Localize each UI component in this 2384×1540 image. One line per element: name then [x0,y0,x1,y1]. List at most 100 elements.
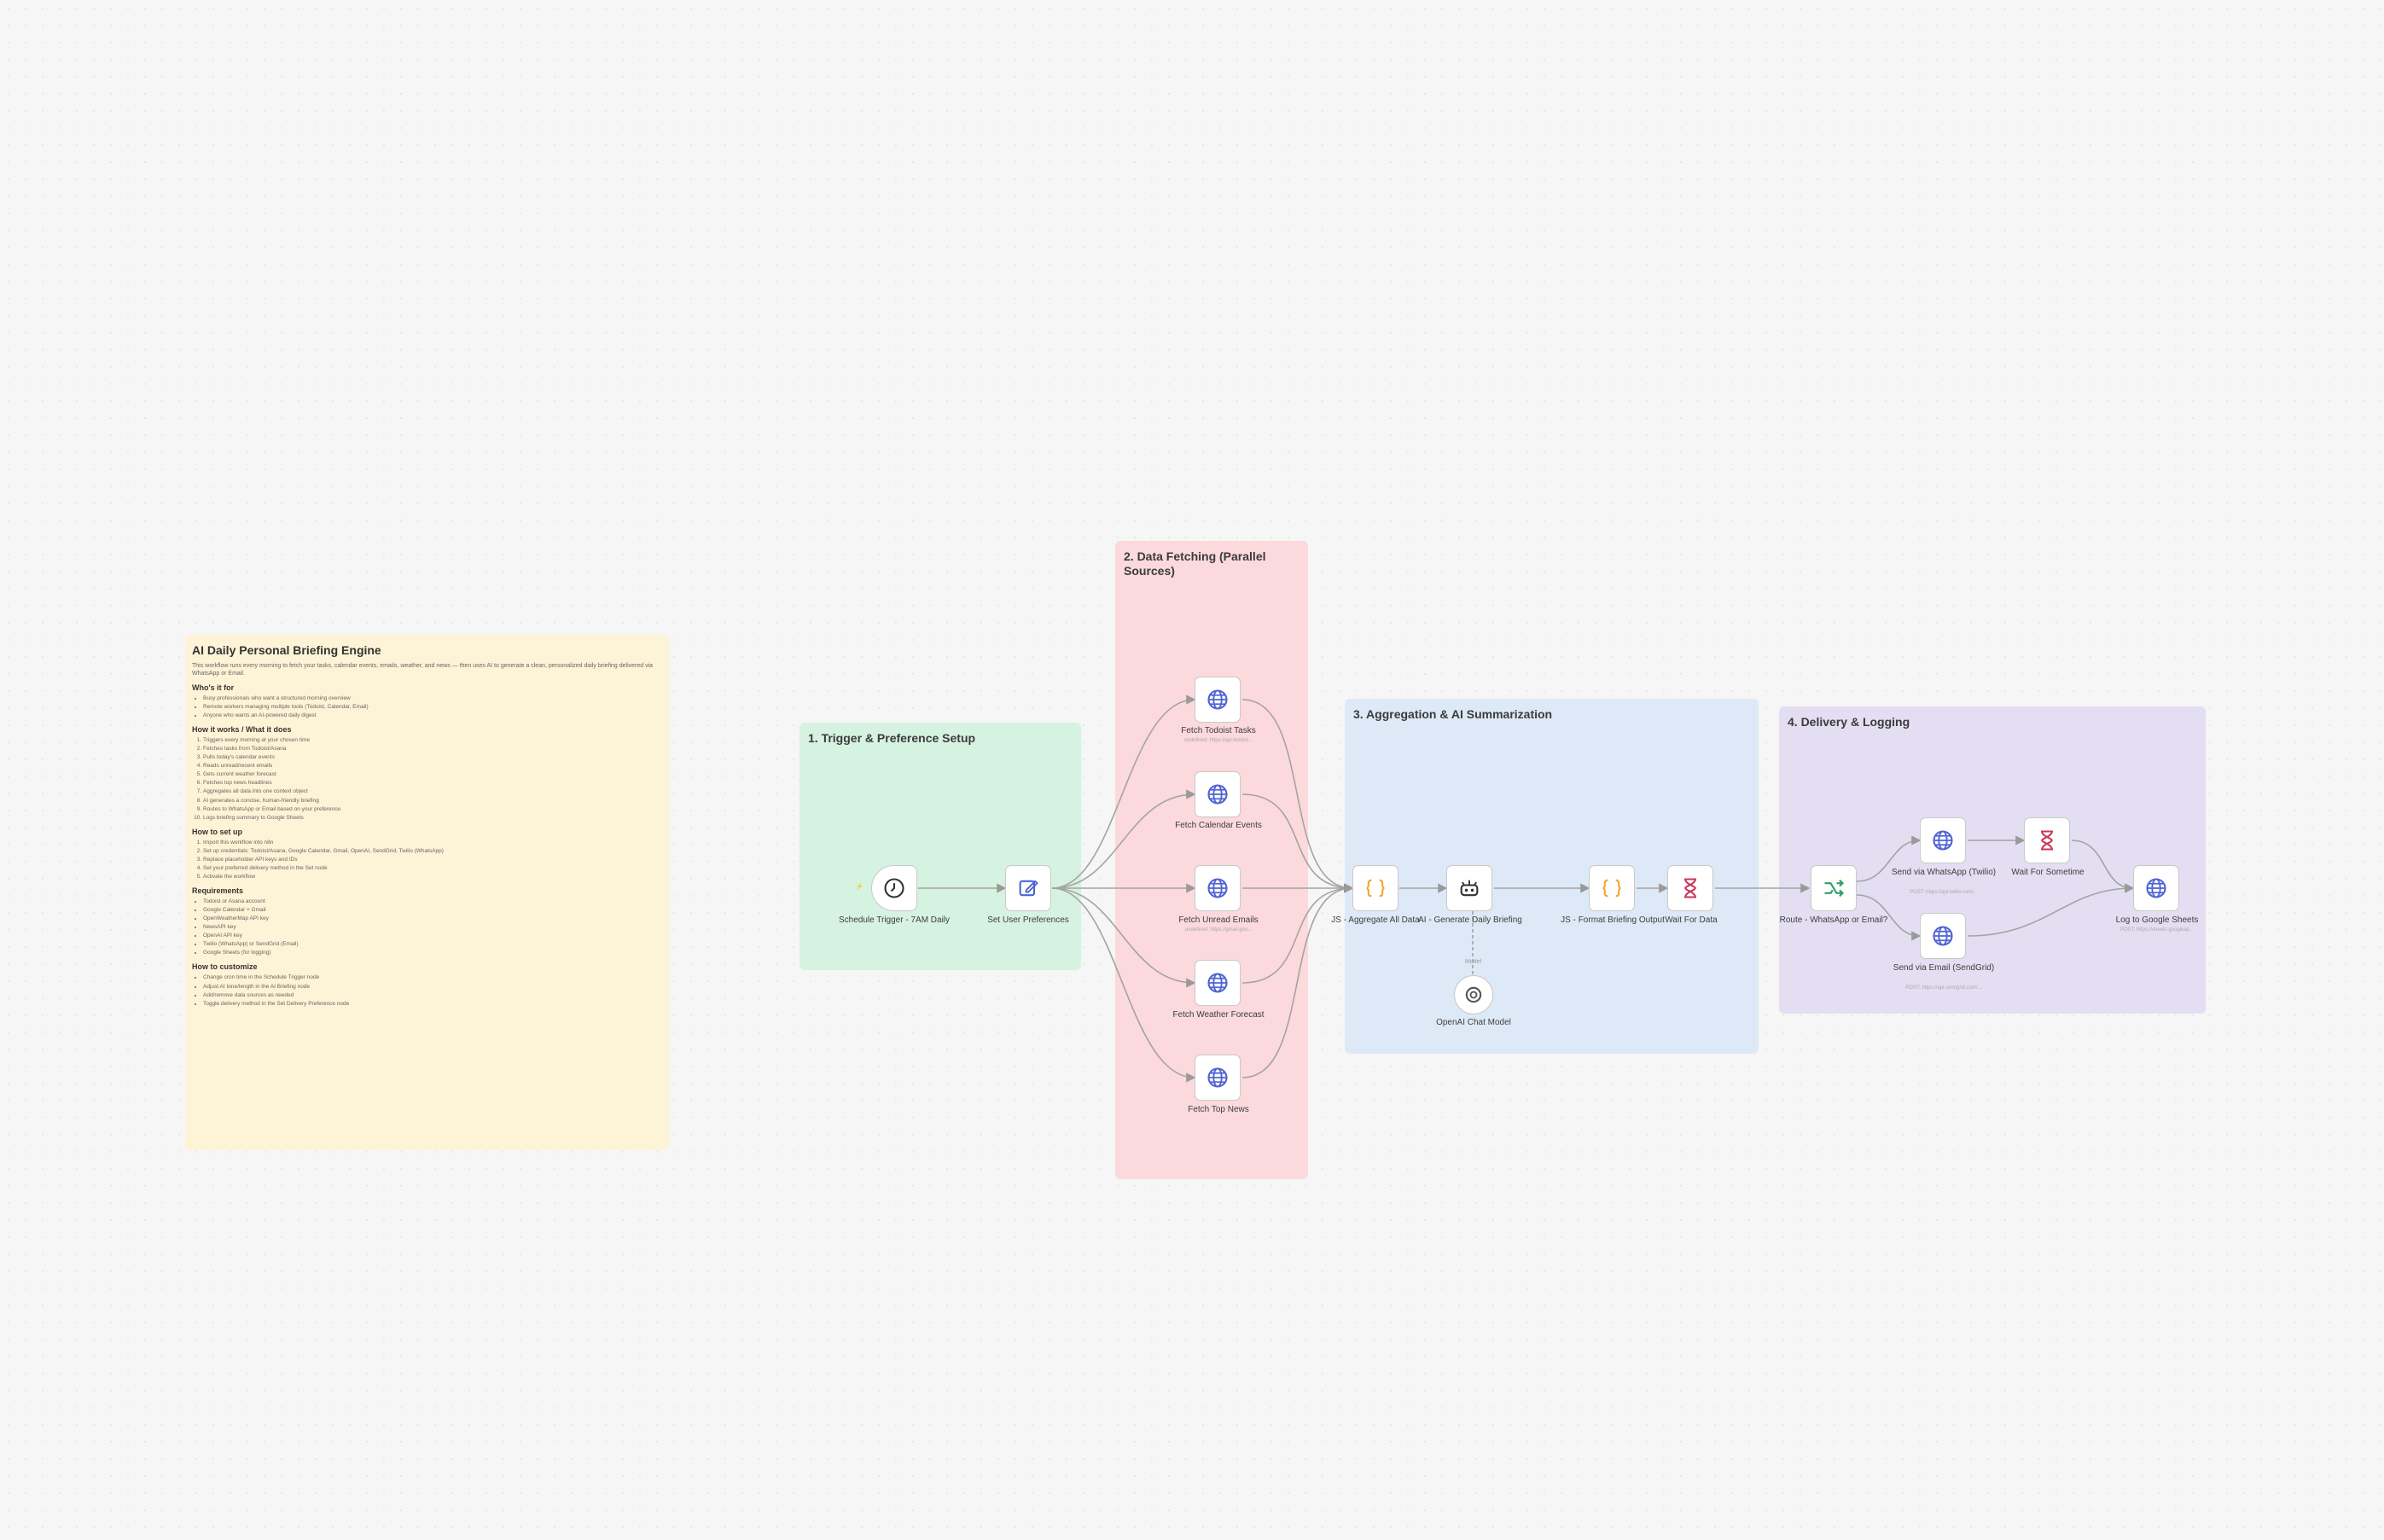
node-route-whatsapp-or-email[interactable] [1811,865,1857,911]
node-subtitle: POST: https://api.twilio.com/... [1910,890,1978,895]
node-label: Send via WhatsApp (Twilio) [1891,868,1997,877]
clock-icon [884,878,904,898]
group-delivery-logging[interactable]: 4. Delivery & Logging [1779,706,2206,1014]
node-wait-for-sometime[interactable] [2024,817,2070,863]
connection-line [1051,789,1196,889]
node-subtitle: POST: https://api.sendgrid.com/... [1905,985,1982,991]
list-item: Set up credentials: Todoist/Asana, Googl… [203,847,662,856]
list-item: Toggle delivery method in the Set Delive… [203,1000,662,1008]
node-label: Fetch Calendar Events [1175,821,1262,830]
globe-icon [2146,878,2166,898]
list-item: OpenAI API key [203,932,662,940]
note-list-setup: Import this workflow into n8n Set up cre… [192,839,662,881]
list-item: Reads unread/recent emails [203,762,662,770]
list-item: Busy professionals who want a structured… [203,694,662,703]
node-fetch-top-news[interactable] [1195,1055,1241,1101]
list-item: Todoist or Asana account [203,898,662,906]
node-fetch-calendar-events[interactable] [1195,771,1241,817]
robot-icon [1460,880,1479,897]
connection-line [1241,883,1354,984]
group-title: 3. Aggregation & AI Summarization [1353,707,1553,721]
globe-icon [1207,973,1228,993]
node-label: JS - Format Briefing Output [1561,915,1665,925]
edit-icon [1019,880,1038,897]
node-label: Fetch Top News [1188,1105,1249,1114]
list-item: Aggregates all data into one context obj… [203,787,662,796]
node-ai-generate-daily-briefing[interactable] [1446,865,1492,911]
connection-line [1241,883,1354,1078]
globe-icon [1207,878,1228,898]
openai-icon [1465,986,1482,1003]
node-fetch-weather-forecast[interactable] [1195,960,1241,1006]
list-item: Anyone who wants an AI-powered daily dig… [203,712,662,720]
connection-line [1241,699,1354,893]
note-heading-setup: How to set up [192,827,242,836]
node-fetch-unread-emails[interactable] [1195,865,1241,911]
group-trigger-setup[interactable]: 1. Trigger & Preference Setup [800,723,1081,970]
note-list-how: Triggers every morning at your chosen ti… [192,736,662,822]
group-title: 4. Delivery & Logging [1788,715,1910,729]
node-js-format-briefing-output[interactable] [1589,865,1635,911]
list-item: Replace placeholder API keys and IDs [203,856,662,864]
node-send-via-whatsapp[interactable] [1920,817,1966,863]
node-openai-chat-model[interactable] [1454,975,1493,1014]
connection-line [1856,835,1922,882]
switch-route-icon [1824,879,1844,898]
note-heading-customize: How to customize [192,962,258,972]
list-item: Import this workflow into n8n [203,839,662,847]
list-item: Activate the workflow [203,873,662,881]
globe-icon [1933,830,1953,851]
node-log-to-google-sheets[interactable] [2133,865,2179,911]
list-item: Fetches tasks from Todoist/Asana [203,745,662,753]
node-label: OpenAI Chat Model [1436,1018,1511,1027]
node-set-user-preferences[interactable] [1005,865,1051,911]
list-item: Gets current weather forecast [203,770,662,779]
node-subtitle: POST: https://sheets.googleap... [2119,927,2195,933]
note-heading-how: How it works / What it does [192,725,292,735]
list-item: Remote workers managing multiple tools (… [203,703,662,712]
code-braces-icon [1366,879,1385,898]
connection-line [1051,694,1196,889]
list-item: Google Sheets (for logging) [203,949,662,957]
list-item: NewsAPI key [203,923,662,932]
note-heading-requirements: Requirements [192,886,244,895]
list-item: AI generates a concise, human-friendly b… [203,797,662,805]
node-fetch-todoist-tasks[interactable] [1195,677,1241,723]
note-title: AI Daily Personal Briefing Engine [192,643,381,657]
node-label: Wait For Sometime [2011,868,2085,877]
hourglass-icon [1684,878,1696,898]
list-item: Twilio (WhatsApp) or SendGrid (Email) [203,940,662,949]
group-title: 2. Data Fetching (Parallel Sources) [1124,549,1266,578]
list-item: Set your preferred delivery method in th… [203,864,662,873]
node-schedule-trigger[interactable] [871,865,917,911]
connection-line [1967,883,2135,937]
connection-line [1856,894,1922,941]
node-label: Log to Google Sheets [2115,915,2199,925]
globe-icon [1207,689,1228,710]
node-label: Schedule Trigger - 7AM Daily [838,915,951,925]
note-heading-whos-for: Who's it for [192,683,235,692]
node-label: Fetch Unread Emails [1178,915,1259,925]
connection-line [2071,840,2135,893]
node-label: Fetch Todoist Tasks [1181,726,1256,735]
list-item: Fetches top news headlines [203,779,662,787]
node-label: Route - WhatsApp or Email? [1779,915,1888,925]
globe-icon [1207,784,1228,805]
list-item: Pulls today's calendar events [203,753,662,762]
sticky-note-overview[interactable]: AI Daily Personal Briefing Engine This w… [185,635,669,1150]
list-item: Change cron time in the Schedule Trigger… [203,973,662,982]
globe-icon [1933,926,1953,946]
list-item: Adjust AI tone/length in the AI Briefing… [203,983,662,991]
hourglass-icon [2041,830,2053,851]
node-send-via-email[interactable] [1920,913,1966,959]
model-connector-label: Model [1465,959,1482,965]
node-subtitle: undefined: https://api.todoist... [1183,738,1253,743]
node-wait-for-data[interactable] [1667,865,1713,911]
list-item: Add/remove data sources as needed [203,991,662,1000]
node-label: Wait For Data [1665,915,1718,925]
trigger-indicator-icon: ⚡ [856,884,863,890]
list-item: Triggers every morning at your chosen ti… [203,736,662,745]
connection-line [1241,793,1354,893]
node-js-aggregate-all-data[interactable] [1352,865,1398,911]
